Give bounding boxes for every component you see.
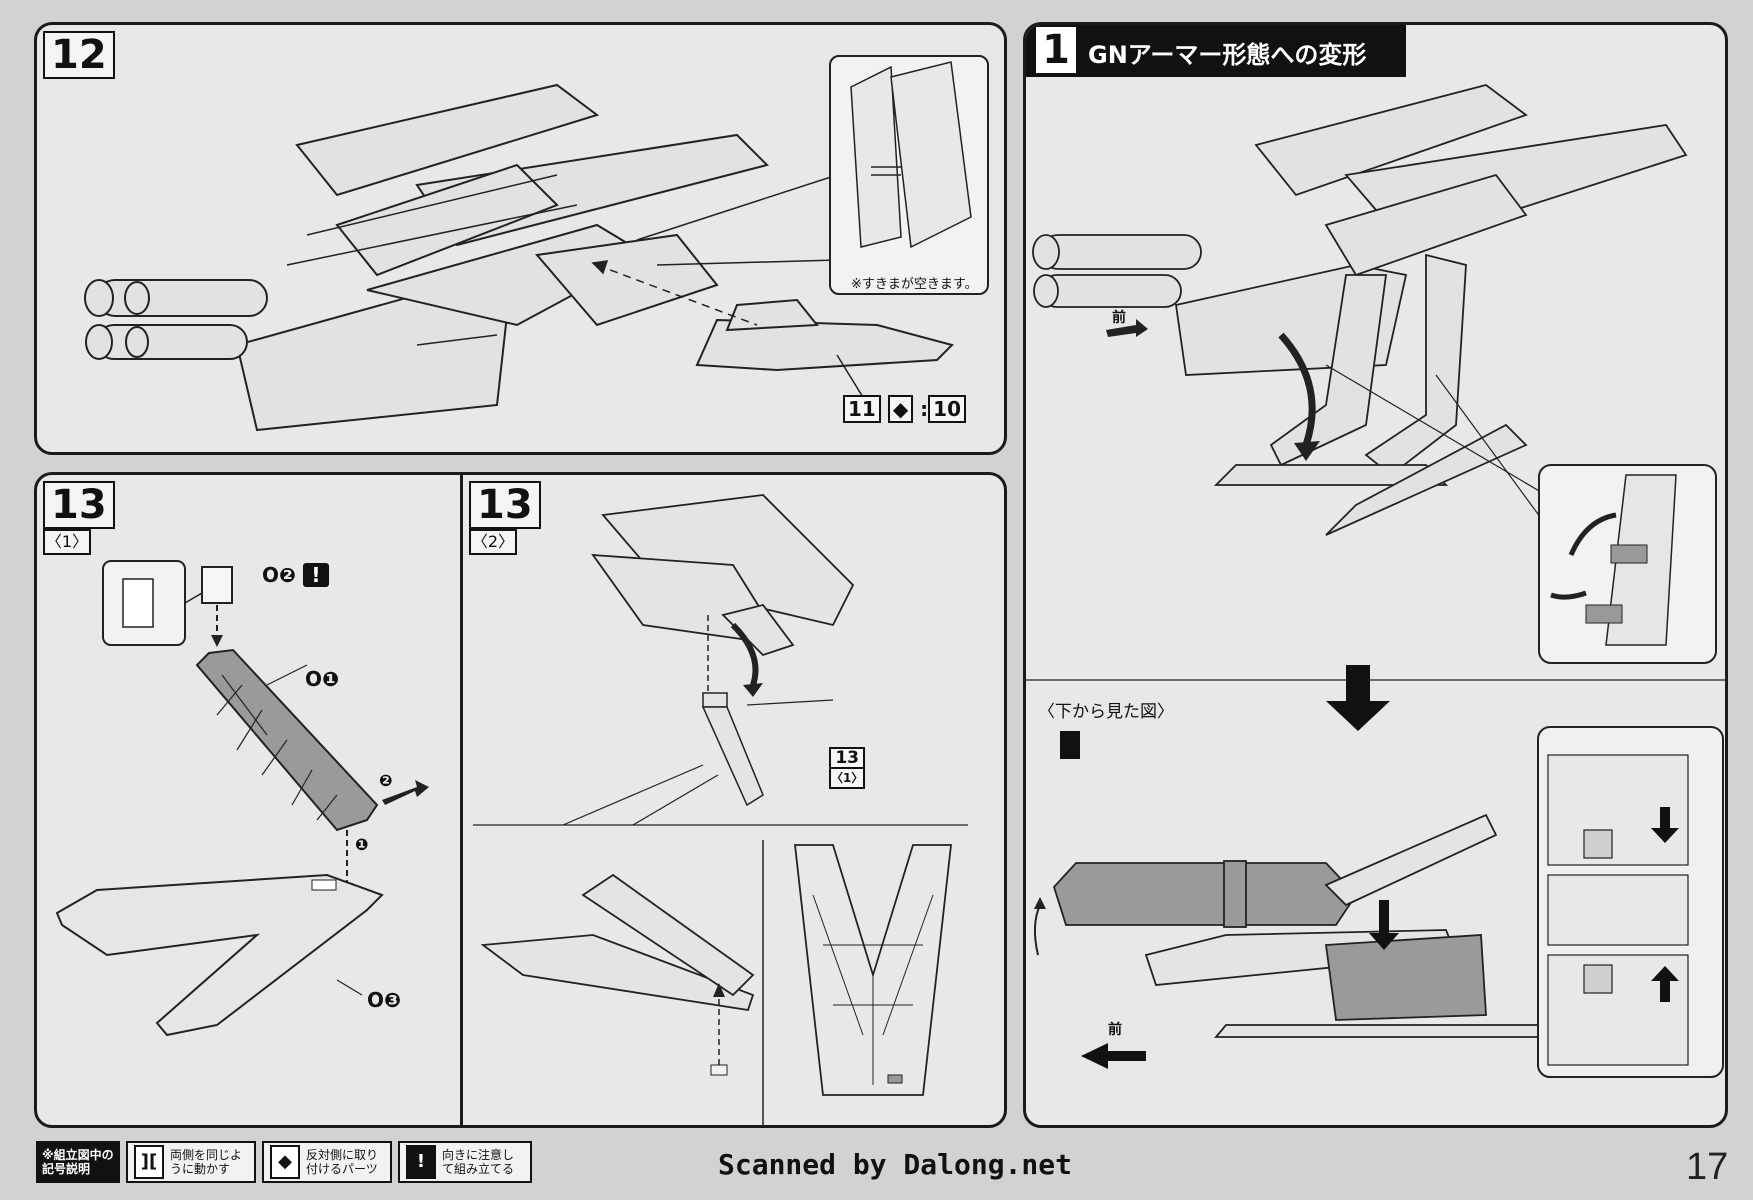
gap-detail-box: ※すきまが空きます。 (829, 55, 989, 295)
front-label-bottom: 前 (1108, 1022, 1122, 1038)
legend-text: 両側を同じように動かす (170, 1148, 243, 1176)
legend-heading: ※組立図中の記号説明 (36, 1141, 120, 1183)
ref-13-1-num: 13 (829, 747, 866, 769)
ref-13-1-sub: 〈1〉 (829, 769, 866, 789)
legend-text: 向きに注意して組み立てる (442, 1148, 515, 1176)
step-13-1-number: 13 (43, 481, 115, 529)
colon: : (920, 397, 929, 421)
part-o1-label: O❶ (305, 667, 339, 691)
warning-icon: ! (302, 563, 329, 587)
both-sides-icon: ][ (134, 1145, 164, 1179)
step-1-panel: 1 GNアーマー形態への変形 (1023, 22, 1728, 1128)
step-1-title-bar: 1 GNアーマー形態への変形 (1026, 25, 1406, 77)
panel-divider (460, 475, 463, 1125)
part-o2: O❷ (262, 563, 296, 587)
gap-detail-illustration (850, 61, 972, 249)
arrow-2-label: ❷ (379, 771, 393, 790)
legend-item-orientation: ! 向きに注意して組み立てる (398, 1141, 532, 1183)
part-ref-label: 11 ◆ :10 (843, 395, 967, 423)
legend-item-both-sides: ][ 両側を同じように動かす (126, 1141, 256, 1183)
step-1-title: GNアーマー形態への変形 (1088, 41, 1367, 69)
reverse-side-icon: ◆ (270, 1145, 300, 1179)
arrow-1-label: ❶ (355, 835, 369, 854)
step-13-2-sub: 〈2〉 (469, 529, 517, 555)
step-13-panel: 13 〈1〉 O❷ ! O❶ O (34, 472, 1007, 1128)
step-13-2-area: 13 〈2〉 (463, 475, 1004, 1125)
part-ref-a: 11 (843, 395, 881, 423)
ref-13-1: 13 〈1〉 (829, 747, 866, 789)
legend-item-reverse: ◆ 反対側に取り付けるパーツ (262, 1141, 392, 1183)
warning-icon: ! (406, 1145, 436, 1179)
front-label-top: 前 (1112, 310, 1126, 326)
part-ref-b: 10 (928, 395, 967, 423)
scan-credit: Scanned by Dalong.net (718, 1148, 1073, 1181)
step-13-2-number: 13 (469, 481, 541, 529)
symbol-legend: ※組立図中の記号説明 ][ 両側を同じように動かす ◆ 反対側に取り付けるパーツ… (36, 1141, 532, 1183)
page-number: 17 (1686, 1146, 1729, 1188)
step-1-illustration (1026, 84, 1725, 1078)
legend-text: 反対側に取り付けるパーツ (306, 1148, 379, 1176)
reverse-side-icon: ◆ (887, 395, 914, 423)
part-o3-label: O❸ (367, 988, 401, 1012)
step-13-1-sub: 〈1〉 (43, 529, 91, 555)
step-13-2-illustration (473, 494, 968, 1125)
step-13-1-illustration (55, 560, 429, 1037)
step-1-number: 1 (1036, 27, 1076, 73)
step-12-panel: 12 (34, 22, 1007, 455)
bottom-view-label: 〈下から見た図〉 (1038, 702, 1174, 722)
part-o2-label: O❷ ! (262, 563, 329, 587)
gap-note: ※すきまが空きます。 (851, 277, 978, 292)
step-number: 12 (43, 31, 115, 79)
step-12-illustration (84, 83, 954, 432)
